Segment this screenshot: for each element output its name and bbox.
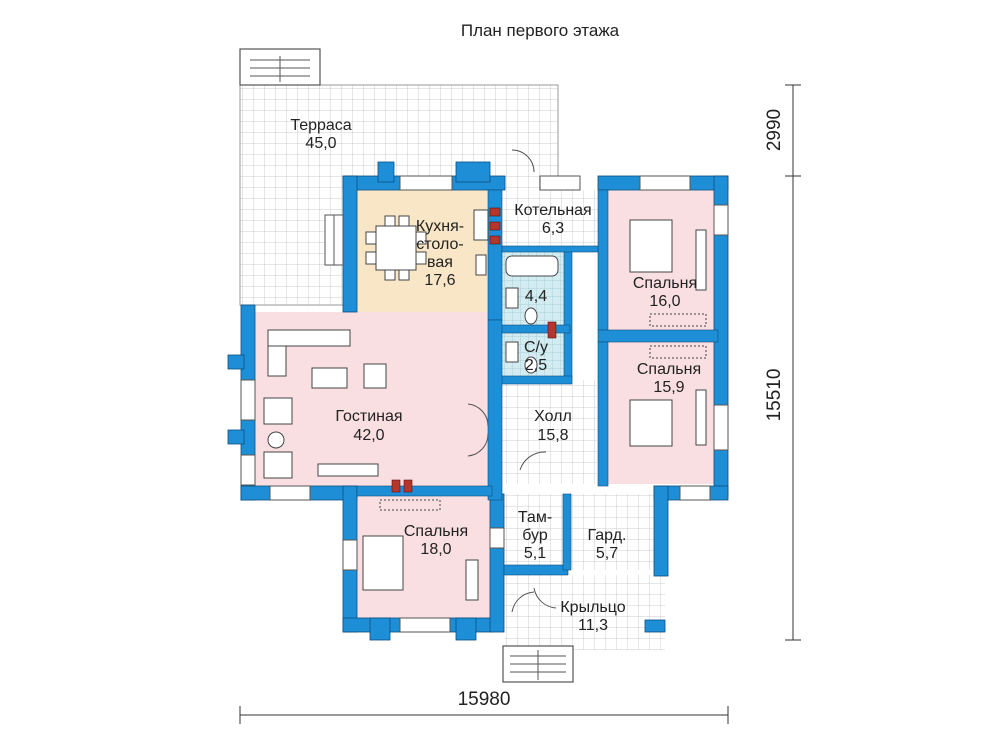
vestibule-name-2: бур bbox=[522, 527, 548, 544]
porch-steps bbox=[502, 645, 574, 683]
kitchen-area: 17,6 bbox=[424, 272, 455, 289]
porch-area: 11,3 bbox=[578, 617, 608, 634]
bedroom2-name: Спальня bbox=[637, 361, 701, 378]
plan-title: План первого этажа bbox=[461, 21, 620, 40]
hall-name: Холл bbox=[534, 408, 572, 425]
boiler-area: 6,3 bbox=[542, 220, 564, 237]
dimension-width: 15980 bbox=[458, 689, 511, 710]
vestibule-area: 5,1 bbox=[524, 545, 546, 562]
bedroom3-area: 18,0 bbox=[420, 541, 451, 558]
wc-name: С/у bbox=[524, 339, 548, 356]
bedroom1-name: Спальня bbox=[633, 275, 697, 292]
hall-floor bbox=[502, 380, 597, 484]
living-name: Гостиная bbox=[335, 408, 402, 425]
bedroom3-name: Спальня bbox=[404, 523, 468, 540]
living-area: 42,0 bbox=[353, 427, 384, 444]
wc-area: 2,5 bbox=[525, 357, 547, 374]
boiler-name: Котельная bbox=[514, 202, 591, 219]
bath-area: 4,4 bbox=[525, 288, 547, 305]
wardrobe-floor bbox=[568, 494, 654, 570]
terrace-area: 45,0 bbox=[305, 135, 336, 152]
porch-name: Крыльцо bbox=[560, 599, 625, 616]
bedroom1-area: 16,0 bbox=[649, 293, 680, 310]
bedroom2-area: 15,9 bbox=[653, 379, 684, 396]
doors bbox=[467, 149, 557, 613]
living-furniture bbox=[263, 329, 387, 479]
kitchen-name-2: столо- bbox=[416, 236, 463, 253]
vestibule-name-1: Там- bbox=[518, 509, 552, 526]
wardrobe-name: Гард. bbox=[588, 527, 627, 544]
dimension-lines bbox=[239, 84, 801, 724]
boiler-floor bbox=[504, 190, 598, 248]
dimension-height: 15510 bbox=[764, 369, 785, 422]
kitchen-name-1: Кухня- bbox=[416, 218, 464, 235]
terrace-name: Терраса bbox=[290, 117, 351, 134]
terrace-door bbox=[324, 214, 344, 266]
windows bbox=[240, 175, 729, 633]
bedroom-furniture bbox=[362, 219, 707, 601]
hall-area: 15,8 bbox=[537, 427, 568, 444]
porch-floor bbox=[505, 575, 665, 650]
bath-fixtures bbox=[505, 255, 559, 374]
interior-walls bbox=[356, 189, 719, 576]
dining-table bbox=[365, 209, 489, 281]
wardrobe-area: 5,7 bbox=[596, 545, 618, 562]
kitchen-name-3: вая bbox=[427, 254, 453, 271]
vestibule-floor bbox=[503, 494, 563, 570]
chimneys bbox=[391, 207, 557, 493]
dimension-terrace: 2990 bbox=[764, 109, 785, 151]
